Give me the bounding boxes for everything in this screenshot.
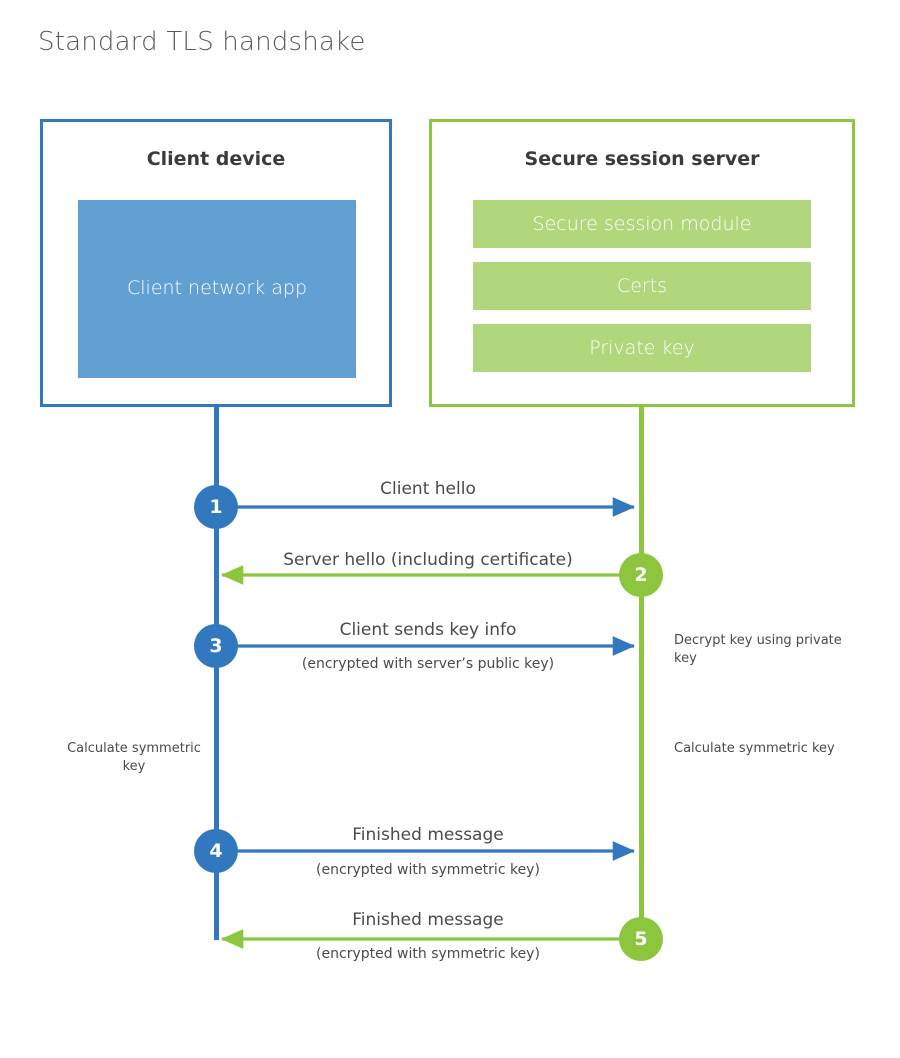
server-modules-list: Secure session module Certs Private key [473,200,811,372]
message-label-step-2: Server hello (including certificate) [283,550,573,570]
client-lifeline [214,404,219,940]
secure-session-server-box: Secure session server Secure session mod… [429,119,855,407]
server-module-secure-session-module: Secure session module [473,200,811,248]
server-lifeline [639,404,644,939]
step-marker-2[interactable]: 2 [619,553,663,597]
annotation-decrypt-key: Decrypt key using private key [674,633,842,666]
server-module-certs: Certs [473,262,811,310]
client-device-title: Client device [146,148,286,170]
message-sublabel-step-4: (encrypted with symmetric key) [316,862,540,878]
step-marker-5[interactable]: 5 [619,917,663,961]
client-device-box: Client device Client network app [40,119,392,407]
message-label-step-1: Client hello [380,479,476,499]
step-marker-4[interactable]: 4 [194,829,238,873]
message-label-step-5: Finished message [352,910,504,930]
step-marker-3[interactable]: 3 [194,624,238,668]
message-sublabel-step-5: (encrypted with symmetric key) [316,946,540,962]
annotation-calculate-symmetric-key-client: Calculate symmetric key [67,741,201,774]
client-network-app-label: Client network app [127,277,308,300]
client-network-app-block: Client network app [78,200,356,378]
server-module-private-key: Private key [473,324,811,372]
page-title: Standard TLS handshake [38,27,366,57]
step-marker-1[interactable]: 1 [194,485,238,529]
annotation-calculate-symmetric-key-server: Calculate symmetric key [674,741,835,756]
secure-session-server-title: Secure session server [524,148,760,170]
message-label-step-3: Client sends key info [339,620,517,640]
message-sublabel-step-3: (encrypted with server’s public key) [301,656,555,672]
message-label-step-4: Finished message [352,825,504,845]
